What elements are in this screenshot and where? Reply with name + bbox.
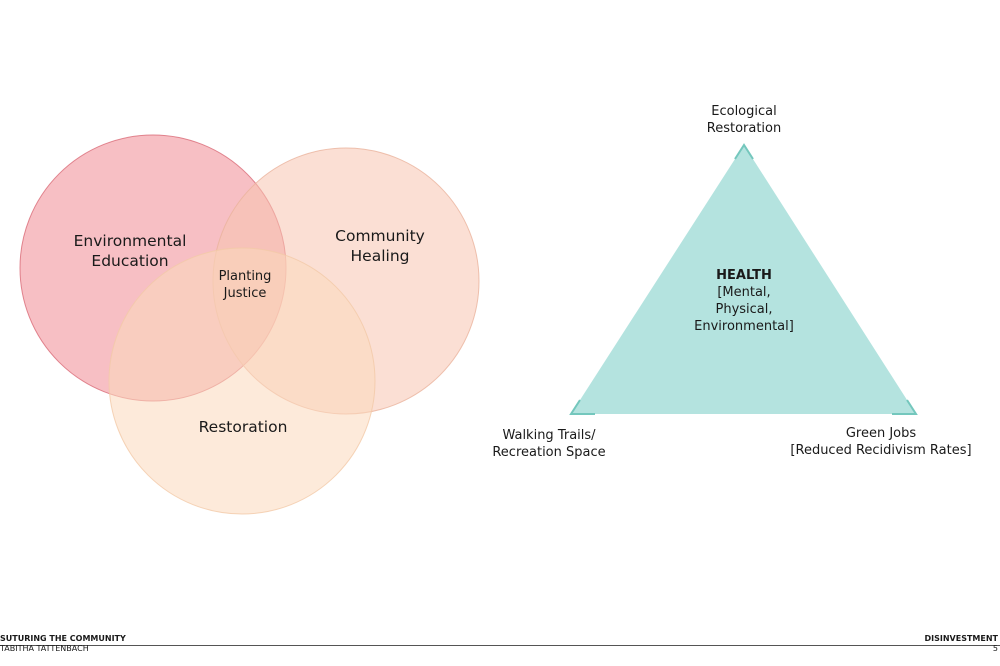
triangle-corner-right	[892, 399, 918, 415]
label-line: [Reduced Recidivism Rates]	[790, 442, 972, 458]
venn-center-label: Planting Justice	[205, 269, 285, 303]
venn-label-community-healing: Community Healing	[320, 226, 440, 266]
label-line: Green Jobs	[845, 426, 917, 441]
footer-project-title: SUTURING THE COMMUNITY	[0, 634, 126, 643]
health-triangle	[571, 145, 916, 414]
venn-label-environmental-education: Environmental Education	[68, 231, 192, 271]
triangle-corner-marks	[569, 143, 918, 415]
triangle-corner-left	[569, 399, 595, 415]
label-line: Restoration	[706, 120, 782, 136]
label-line: Physical,	[715, 301, 773, 317]
label-line: Environmental	[73, 232, 187, 250]
label-line: Community	[335, 227, 425, 245]
label-line: Justice	[223, 285, 267, 301]
footer-divider	[0, 645, 1000, 646]
footer-right: DISINVESTMENT 5	[924, 634, 998, 655]
label-line: Planting	[218, 269, 272, 284]
venn-label-restoration: Restoration	[188, 417, 298, 437]
label-line: Restoration	[198, 418, 288, 436]
label-line: Ecological	[711, 104, 777, 119]
footer-page-number: 5	[992, 644, 998, 654]
venn-circle-restoration	[108, 247, 376, 515]
label-line: Healing	[350, 247, 410, 266]
triangle-right-label: Green Jobs [Reduced Recidivism Rates]	[786, 426, 976, 460]
footer-left: SUTURING THE COMMUNITY TABITHA TATTENBAC…	[0, 634, 126, 655]
label-line: Education	[91, 252, 169, 271]
label-line: Environmental]	[694, 318, 794, 334]
triangle-center-label: HEALTH [Mental, Physical, Environmental]	[674, 268, 814, 336]
triangle-corner-top	[734, 143, 754, 160]
footer-section-title: DISINVESTMENT	[924, 634, 998, 643]
label-line: Recreation Space	[492, 444, 606, 460]
footer-author: TABITHA TATTENBACH	[0, 644, 89, 654]
triangle-top-label: Ecological Restoration	[684, 104, 804, 138]
label-line: [Mental,	[717, 284, 771, 300]
health-title: HEALTH	[716, 268, 772, 283]
label-line: Walking Trails/	[502, 428, 596, 443]
triangle-left-label: Walking Trails/ Recreation Space	[484, 428, 614, 462]
